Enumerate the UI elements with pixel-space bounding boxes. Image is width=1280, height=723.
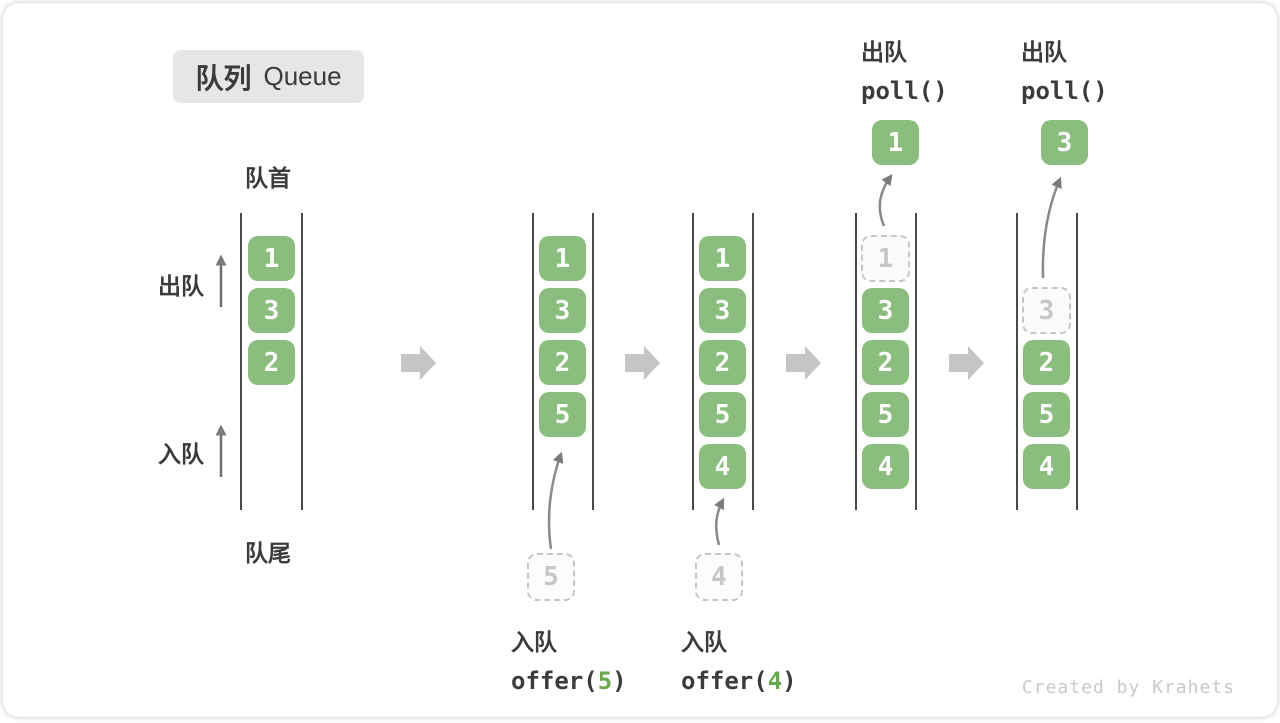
op-label-code: offer(4) xyxy=(681,667,797,695)
label-queue-front: 队首 xyxy=(245,165,291,191)
queue-item: 3 xyxy=(248,288,295,333)
code-fn: offer( xyxy=(681,667,768,695)
code-close: ) xyxy=(612,667,627,695)
diagram-card: 队列 Queue 队首 队尾 出队 入队 xyxy=(3,3,1277,717)
dequeue-arrow-1 xyxy=(878,173,893,227)
op-label-zh: 入队 xyxy=(511,629,557,655)
code-arg: 5 xyxy=(597,667,613,695)
op-label-zh: 出队 xyxy=(861,39,907,65)
label-dequeue: 出队 xyxy=(158,273,204,299)
ghost-item: 1 xyxy=(861,235,910,282)
queue-rail xyxy=(592,213,594,510)
queue-item: 2 xyxy=(539,340,586,385)
queue-item: 3 xyxy=(699,288,746,333)
queue-item: 1 xyxy=(539,236,586,281)
enqueue-op-caption: 入队 offer(4) xyxy=(681,623,797,695)
queue-item: 2 xyxy=(699,340,746,385)
queue-rail xyxy=(240,213,242,510)
title-zh: 队列 xyxy=(195,62,252,94)
queue-item: 3 xyxy=(862,288,909,333)
queue-item: 4 xyxy=(699,444,746,489)
dequeue-op-caption: 出队 poll() xyxy=(1021,33,1108,105)
queue-item: 2 xyxy=(1023,340,1070,385)
label-queue-rear: 队尾 xyxy=(245,540,291,566)
title-en: Queue xyxy=(263,61,342,91)
queue-rail xyxy=(1076,213,1078,510)
code-close: ) xyxy=(782,667,797,695)
queue-item: 5 xyxy=(862,392,909,437)
popped-item: 1 xyxy=(872,120,919,165)
queue-item: 5 xyxy=(699,392,746,437)
code-fn: offer( xyxy=(511,667,598,695)
queue-rail xyxy=(1016,213,1018,510)
queue-item: 5 xyxy=(539,392,586,437)
queue-item: 4 xyxy=(1023,444,1070,489)
title-badge: 队列 Queue xyxy=(173,50,364,103)
queue-rail xyxy=(752,213,754,510)
queue-item: 1 xyxy=(699,236,746,281)
dequeue-arrow-3 xyxy=(1041,176,1062,279)
op-label-zh: 入队 xyxy=(681,629,727,655)
op-label-zh: 出队 xyxy=(1021,39,1067,65)
enqueue-op-caption: 入队 offer(5) xyxy=(511,623,627,695)
watermark: Created by Krahets xyxy=(1021,677,1235,698)
code-arg: 4 xyxy=(767,667,783,695)
queue-rail xyxy=(855,213,857,510)
ghost-item: 3 xyxy=(1022,287,1071,334)
label-enqueue: 入队 xyxy=(158,441,204,467)
queue-item: 1 xyxy=(248,236,295,281)
popped-item: 3 xyxy=(1041,120,1088,165)
queue-item: 4 xyxy=(862,444,909,489)
queue-item: 3 xyxy=(539,288,586,333)
queue-item: 2 xyxy=(862,340,909,385)
queue-item: 2 xyxy=(248,340,295,385)
dequeue-op-caption: 出队 poll() xyxy=(861,33,948,105)
op-label-code: poll() xyxy=(1021,77,1108,105)
op-label-code: poll() xyxy=(861,77,948,105)
enqueue-arrow-4 xyxy=(714,497,725,546)
incoming-item: 4 xyxy=(695,553,743,601)
enqueue-arrow-5 xyxy=(547,451,564,550)
incoming-item: 5 xyxy=(527,553,575,601)
op-label-code: offer(5) xyxy=(511,667,627,695)
queue-rail xyxy=(532,213,534,510)
queue-rail xyxy=(301,213,303,510)
arrows-overlay xyxy=(215,173,1062,550)
queue-item: 5 xyxy=(1023,392,1070,437)
queue-rail xyxy=(692,213,694,510)
queue-rail xyxy=(915,213,917,510)
